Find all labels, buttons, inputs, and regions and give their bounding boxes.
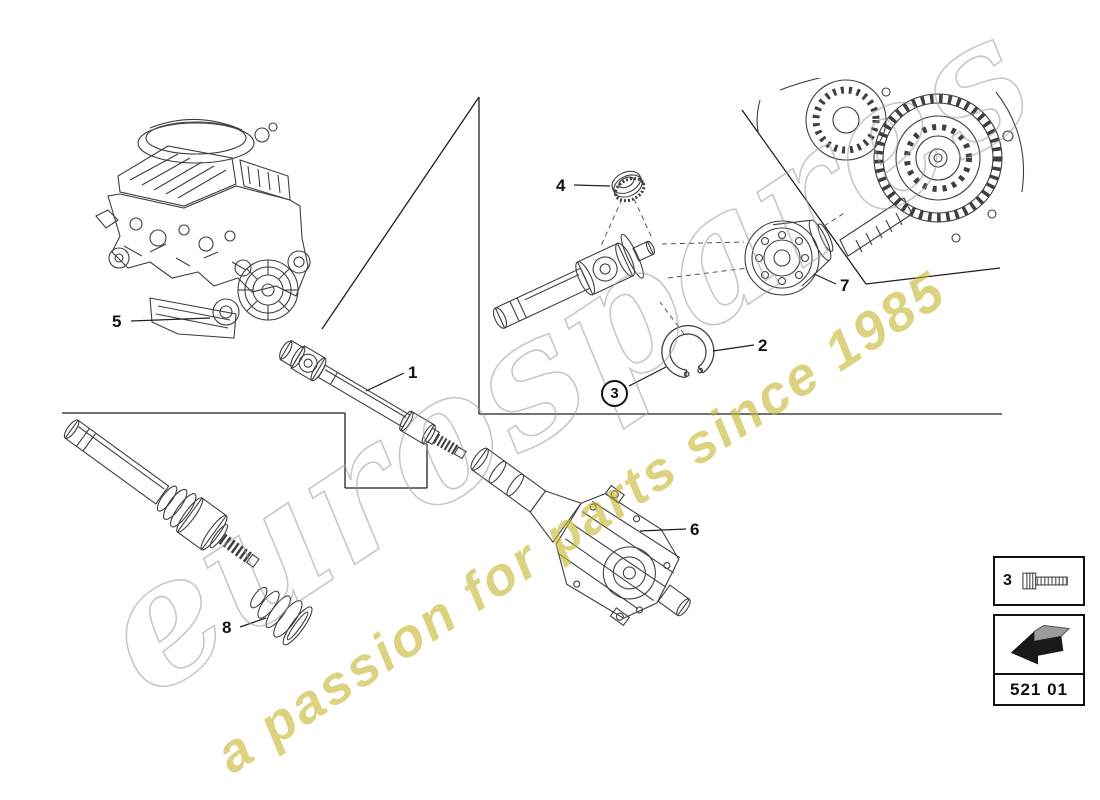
diagram-code: 521 01 (1010, 679, 1068, 699)
retaining-clip-illustration (661, 324, 715, 379)
callout-8[interactable]: 8 (222, 618, 232, 637)
fastener-ref-box[interactable]: 3 (993, 556, 1085, 606)
gearbox-illustration (756, 78, 1025, 271)
fastener-ref-label: 3 (1003, 572, 1012, 589)
driveshaft-joint-illustration (492, 233, 656, 329)
callout-1[interactable]: 1 (408, 363, 418, 382)
panel-borders (62, 96, 1002, 489)
boot-cover-illustration (744, 219, 834, 296)
engine-illustration (95, 118, 311, 339)
callout-4[interactable]: 4 (556, 176, 566, 195)
cv-boot-illustration (250, 586, 313, 646)
bolt-icon (1022, 572, 1068, 590)
dashed-links (599, 198, 847, 335)
code-box-icon-area (995, 616, 1083, 675)
callout-6[interactable]: 6 (690, 520, 700, 539)
callout-5[interactable]: 5 (112, 312, 122, 331)
callout-7[interactable]: 7 (840, 276, 850, 295)
callout-2[interactable]: 2 (758, 336, 768, 355)
direction-arrow-icon (1010, 624, 1071, 664)
callout-3[interactable]: 3 (601, 380, 628, 407)
leader-lines (130, 184, 837, 628)
axle-shaft-illustration (63, 419, 260, 569)
diagram-code-box[interactable]: 521 01 (993, 614, 1085, 706)
differential-illustration (470, 447, 691, 627)
cap-illustration (611, 170, 646, 203)
watermark-brand: eurospares (62, 0, 1067, 734)
